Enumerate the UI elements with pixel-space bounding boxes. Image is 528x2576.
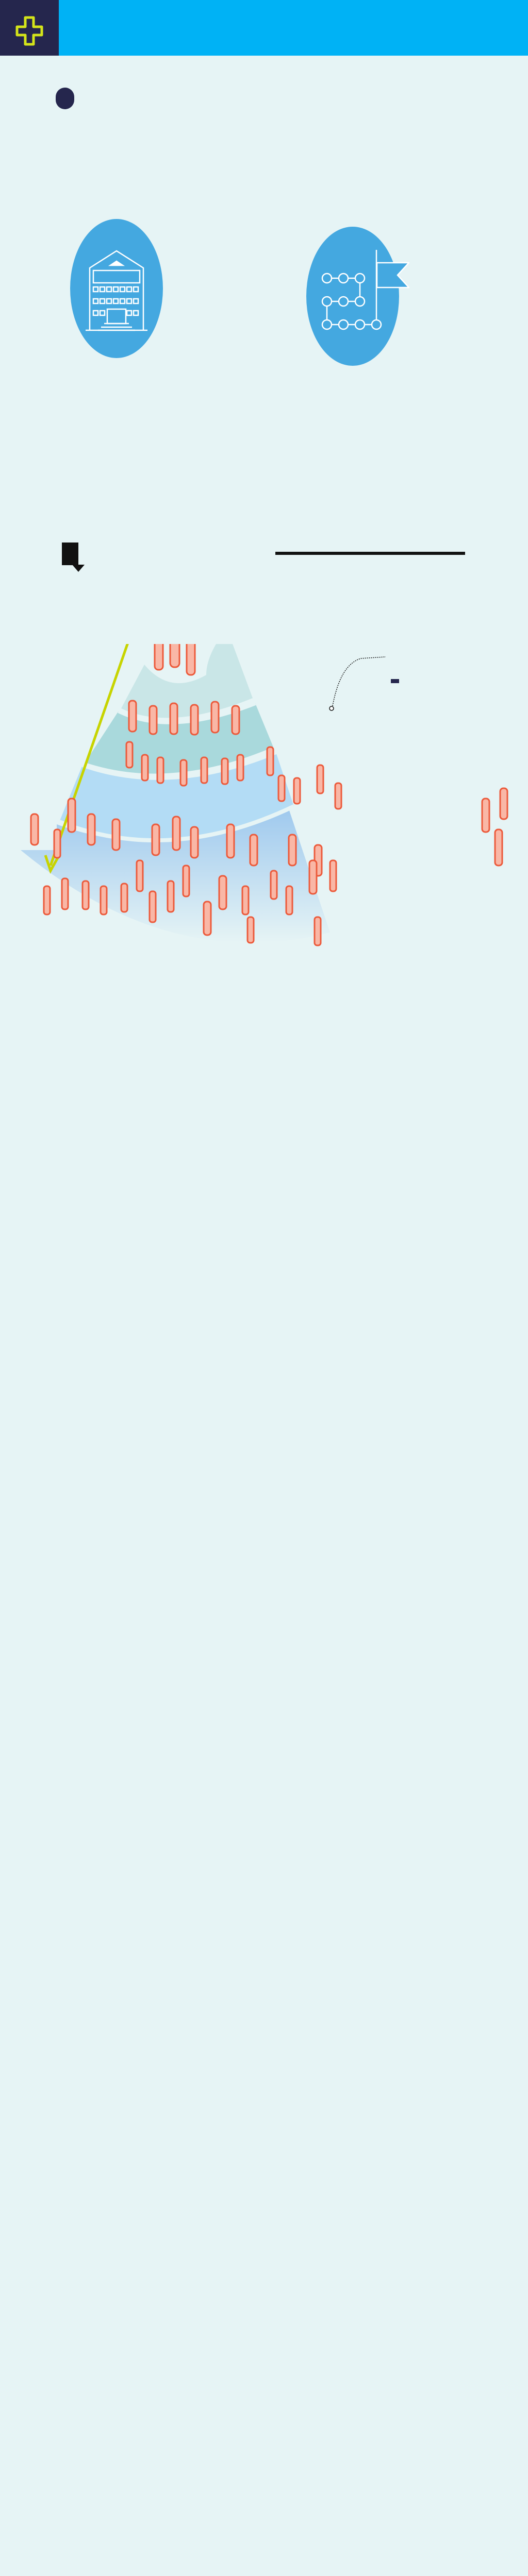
tag-pointer (72, 565, 85, 572)
progress-path-flag-icon (306, 227, 409, 366)
school-building-icon (70, 219, 163, 358)
section-tag (62, 543, 78, 565)
level-university (391, 676, 489, 692)
section-pill (56, 88, 74, 109)
cross-icon (15, 16, 43, 46)
category-header (0, 0, 528, 56)
knowledge-pyramid-illustration (21, 644, 508, 946)
level-label (391, 679, 399, 683)
category-logo (0, 0, 59, 56)
divider-rule (275, 552, 465, 555)
